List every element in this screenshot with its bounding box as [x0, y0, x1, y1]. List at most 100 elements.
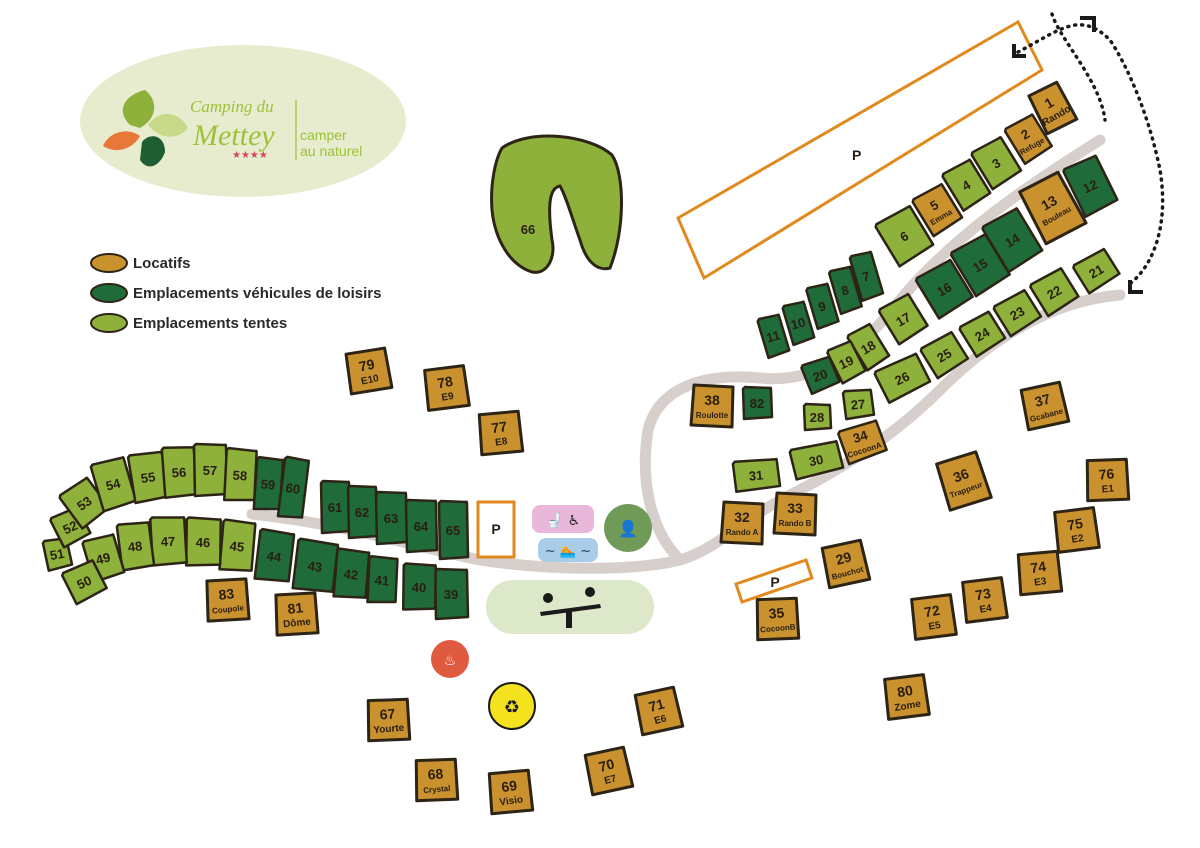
pitch-62[interactable]: 62 — [346, 484, 379, 540]
pitch-4[interactable]: 4 — [941, 158, 992, 212]
pitch-45-label: 45 — [229, 538, 245, 554]
pitch-17[interactable]: 17 — [878, 292, 929, 346]
toilets-block: 🚽 ♿ — [532, 505, 594, 533]
svg-text:P: P — [491, 521, 500, 537]
pitch-23[interactable]: 23 — [992, 288, 1043, 338]
pitch-59[interactable]: 59 — [252, 455, 285, 511]
pitch-65[interactable]: 65 — [437, 499, 470, 561]
pitch-58-label: 58 — [232, 468, 247, 484]
pitch-15-label: 15 — [970, 255, 990, 275]
pitch-15[interactable]: 15 — [949, 233, 1011, 298]
pitch-56[interactable]: 56 — [160, 445, 199, 500]
locatif-name: Dôme — [283, 616, 312, 630]
pitch-42[interactable]: 42 — [332, 547, 371, 599]
pitch-60-label: 60 — [285, 480, 301, 497]
pitch-82[interactable]: 82 — [741, 385, 774, 421]
pitch-60[interactable]: 60 — [276, 455, 311, 520]
pitch-64[interactable]: 64 — [404, 498, 439, 554]
pitch-43[interactable]: 43 — [291, 537, 340, 593]
pitch-14[interactable]: 14 — [981, 207, 1044, 274]
pitch-6[interactable]: 6 — [874, 204, 935, 268]
pitch-21[interactable]: 21 — [1072, 247, 1121, 295]
pitch-12[interactable]: 12 — [1062, 154, 1119, 218]
pitch-26[interactable]: 26 — [873, 352, 932, 404]
locatif-number: 79 — [357, 356, 376, 375]
pitch-19[interactable]: 19 — [826, 339, 867, 385]
pitch-48[interactable]: 48 — [115, 521, 156, 572]
locatif-number: 81 — [287, 599, 304, 617]
locatif-name: Zome — [894, 699, 923, 715]
pitch-31[interactable]: 31 — [731, 457, 782, 494]
pitch-50[interactable]: 50 — [61, 559, 108, 606]
locatif-number: 80 — [896, 682, 914, 700]
parking-center: P — [476, 500, 516, 559]
pitch-20[interactable]: 20 — [800, 355, 841, 396]
pitch-18[interactable]: 18 — [846, 322, 891, 372]
pitch-40[interactable]: 40 — [401, 562, 437, 611]
pitch-9[interactable]: 9 — [805, 282, 840, 331]
pitch-3[interactable]: 3 — [970, 135, 1023, 191]
locatif-name: Yourte — [373, 723, 405, 737]
pitch-24[interactable]: 24 — [958, 310, 1007, 358]
locatif-name: E8 — [494, 436, 508, 449]
pitch-46[interactable]: 46 — [184, 516, 222, 567]
pitch-27[interactable]: 27 — [841, 388, 876, 421]
pitch-53[interactable]: 53 — [58, 476, 111, 530]
pitch-34-label: 34 — [851, 427, 870, 446]
pitch-11[interactable]: 11 — [756, 313, 791, 360]
pitch-45[interactable]: 45 — [218, 518, 257, 572]
pitch-44[interactable]: 44 — [253, 527, 296, 583]
pitch-28[interactable]: 28 — [802, 402, 833, 432]
pitch-66[interactable]: 66 — [490, 134, 623, 274]
locatif-number: 29 — [834, 548, 853, 568]
pitch-41[interactable]: 41 — [366, 554, 399, 604]
pitch-7[interactable]: 7 — [848, 250, 885, 303]
pitch-63[interactable]: 63 — [374, 490, 409, 546]
pitch-47[interactable]: 47 — [148, 515, 189, 567]
pitch-44-label: 44 — [266, 548, 283, 565]
pitch-30[interactable]: 30 — [788, 439, 845, 481]
pitch-8[interactable]: 8 — [827, 265, 864, 316]
locatif-number: 33 — [787, 500, 803, 516]
pitch-58[interactable]: 58 — [222, 446, 258, 502]
locatif-name: Coupole — [212, 603, 245, 615]
pitch-54[interactable]: 54 — [89, 456, 138, 513]
pitch-57[interactable]: 57 — [192, 442, 229, 498]
pitch-39[interactable]: 39 — [433, 567, 470, 621]
pitch-25[interactable]: 25 — [919, 330, 970, 380]
pitch-16[interactable]: 16 — [914, 258, 974, 320]
reception-block: 👤 — [604, 504, 652, 552]
pitch-10[interactable]: 10 — [781, 300, 816, 347]
pitch-61[interactable]: 61 — [319, 479, 352, 535]
pitch-22[interactable]: 22 — [1029, 267, 1080, 318]
